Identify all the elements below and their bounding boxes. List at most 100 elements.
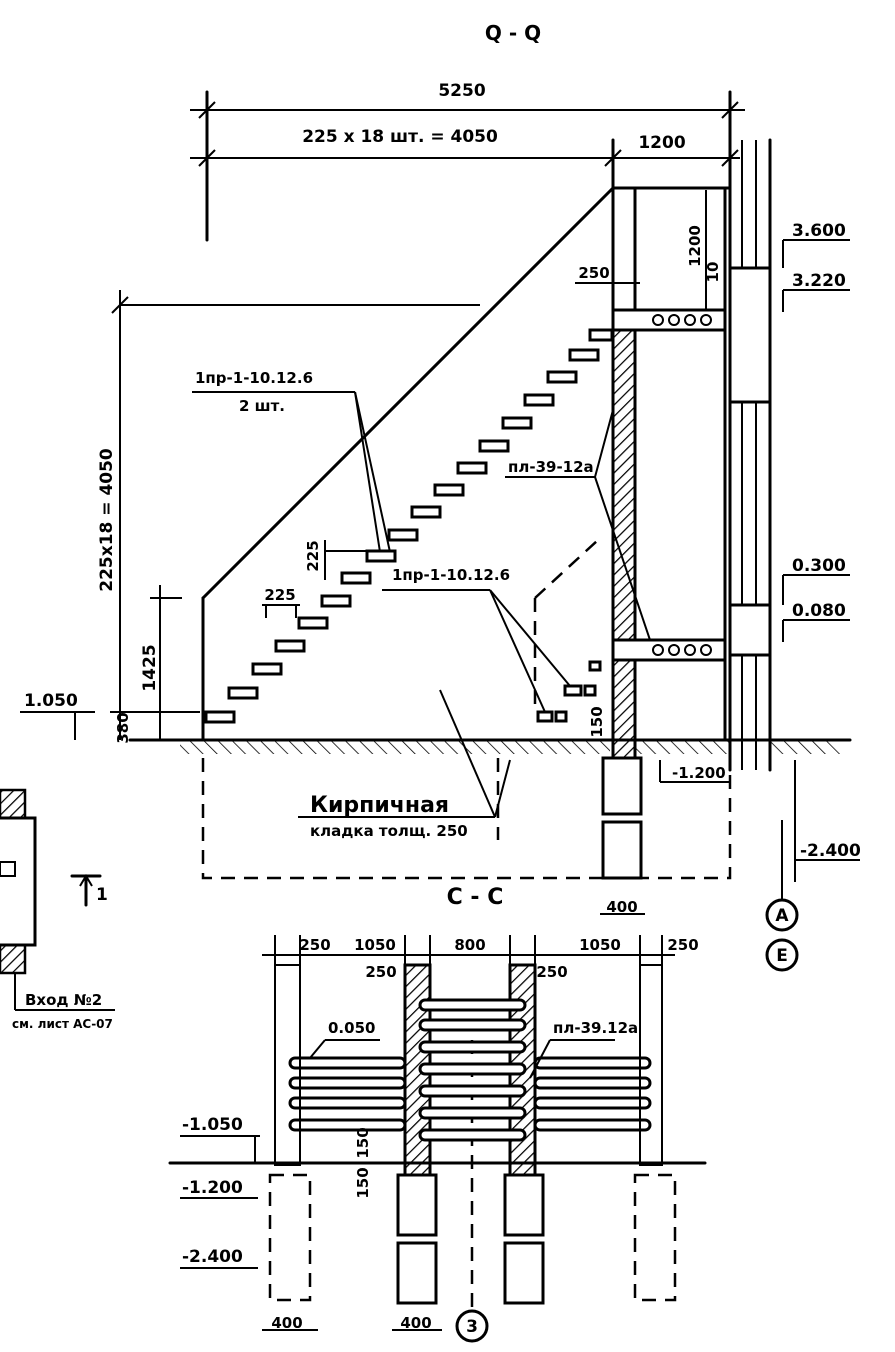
building-wall [728,138,772,772]
stair-outline [120,186,732,742]
plan-elev-minus-2400: -2.400 [182,1247,243,1267]
step [340,571,372,585]
step [274,639,306,653]
step [536,710,554,723]
plan-dim-150-b: 150 [354,1167,372,1198]
plan-dim-250-inner-left: 250 [365,963,396,981]
label-1pr-bottom: 1пр-1-10.12.6 [392,566,510,584]
axis-e-label: Е [776,946,788,966]
plan-stair [168,963,707,1305]
plan-dim-800: 800 [454,936,485,954]
entry-fragment: 1 Вход №2 см. лист АС-07 [0,788,115,1031]
dim-10: 10 [704,262,722,283]
step [523,393,555,407]
axis-marker-3: 3 [455,1040,489,1343]
step [478,439,510,453]
label-brick-line1: Кирпичная [310,793,449,818]
section-mark-1: 1 [96,885,108,905]
step [227,686,259,700]
section-title-c-c: C - C [447,885,504,910]
label-1pr-top: 1пр-1-10.12.6 [195,369,313,387]
landing-dimensions: 250 1200 10 [575,190,722,310]
dim-landing: 1200 [638,133,685,153]
elev-3220: 3.220 [792,271,846,291]
step [204,710,236,724]
callout-brick: Кирпичная кладка толщ. 250 [298,689,511,840]
plan-dim-1050-left: 1050 [354,936,396,954]
step-dimensions: 225 225 150 [262,540,606,738]
elevation-marks-right: 3.600 3.220 0.300 0.080 -1.200 -2.400 [659,221,861,882]
label-brick-line2: кладка толщ. 250 [310,822,468,840]
label-entry: Вход №2 [25,991,102,1009]
axis-3-label: 3 [466,1317,478,1337]
stair-steps [204,328,614,724]
step [387,528,419,542]
elev-minus-1200: -1.200 [672,764,726,782]
brick-wall [611,186,637,760]
step [320,594,352,608]
elevation-left: 1.050 [20,691,95,740]
callout-1pr-top: 1пр-1-10.12.6 2 шт. [192,369,391,553]
dim-steps-vertical: 225x18 = 4050 [97,448,117,592]
step [365,549,397,563]
hollow-core-slab-top [611,308,727,332]
callout-pl39-a: пл-39-12а [505,409,651,641]
dim-1425: 1425 [140,644,160,691]
dim-1200-vertical: 1200 [686,225,704,267]
elev-1050: 1.050 [24,691,78,711]
section-title-a-a: Q - Q [485,21,541,45]
callout-1pr-bottom: 1пр-1-10.12.6 [382,566,571,713]
dim-steps-horizontal: 225 x 18 шт. = 4050 [302,127,498,147]
dim-380: 380 [114,712,132,743]
label-pl39-a: пл-39-12а [508,458,594,476]
hollow-core-slab-bottom [611,638,727,662]
plan-dim-400-top: 400 [606,898,637,916]
plan-dim-400-left: 400 [271,1314,302,1332]
label-see-sheet: см. лист АС-07 [12,1017,113,1031]
plan-labels: 0.050 пл-39.12а -1.050 -1.200 -2.400 150… [180,1019,638,1332]
dim-250-landing: 250 [578,264,609,282]
axis-marker-e: Е [765,938,799,972]
plan-dim-1050-right: 1050 [579,936,621,954]
plan-elev-0050: 0.050 [328,1019,375,1037]
elev-0300: 0.300 [792,556,846,576]
ground-line [128,738,852,754]
elev-0080: 0.080 [792,601,846,621]
plan-dim-400-center: 400 [400,1314,431,1332]
plan-dim-150-a: 150 [354,1127,372,1158]
step [433,483,465,497]
dim-step-225-h: 225 [264,586,295,604]
plan-elev-minus-1200: -1.200 [182,1178,243,1198]
label-2sht: 2 шт. [239,397,285,415]
step [456,461,488,475]
step [554,710,568,723]
plan-dim-250-right: 250 [667,936,698,954]
step [588,660,602,672]
plan-label-pl39: пл-39.12а [553,1019,638,1037]
plan-dim-250-inner-right: 250 [536,963,567,981]
step [583,684,597,697]
elev-minus-2400: -2.400 [800,841,861,861]
dim-step-225-v: 225 [304,540,322,571]
top-dimensions: 5250 225 x 18 шт. = 4050 1200 [190,81,745,242]
dim-150: 150 [588,706,606,737]
step [251,662,283,676]
step [546,370,578,384]
left-vertical-dims: 225x18 = 4050 1425 380 [97,290,200,744]
step [568,348,600,362]
step [297,616,329,630]
foundation-outline [201,539,732,880]
step [501,416,533,430]
step [588,328,614,342]
plan-dimensions: 250 1050 800 1050 250 250 250 400 [262,898,699,1010]
plan-elev-minus-1050: -1.050 [182,1115,243,1135]
axis-marker-a: А [765,820,799,932]
step [410,505,442,519]
axis-a-label: А [775,906,789,926]
step [563,684,583,697]
elev-3600: 3.600 [792,221,846,241]
dim-overall: 5250 [438,81,485,101]
plan-dim-250-left: 250 [299,936,330,954]
